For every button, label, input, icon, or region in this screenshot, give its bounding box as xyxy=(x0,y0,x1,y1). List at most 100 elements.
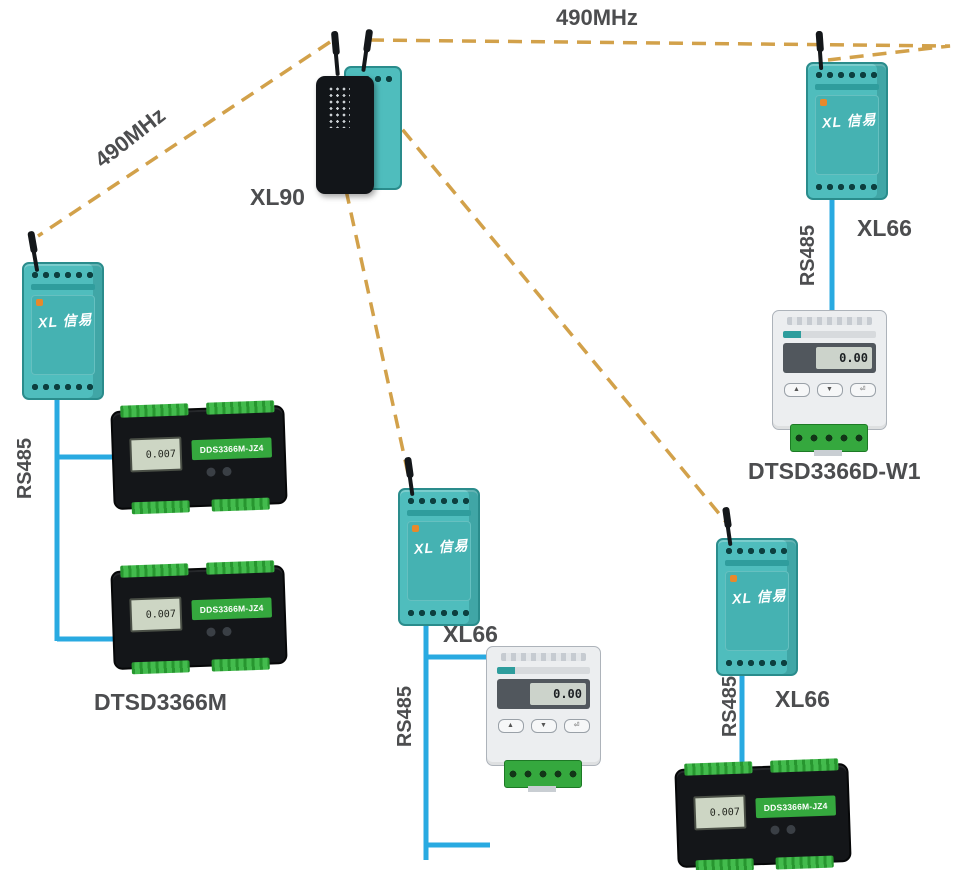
wireless-link-middle xyxy=(344,189,411,479)
terminal-dots xyxy=(29,380,97,394)
device-face: XL 信易 xyxy=(725,571,789,651)
antenna xyxy=(332,33,340,77)
meter-label-dtsd3366m: DTSD3366M xyxy=(94,689,227,715)
terminal-strip xyxy=(206,560,275,575)
rs485-line-left xyxy=(54,392,120,642)
status-led xyxy=(820,99,827,106)
enter-button: ⏎ xyxy=(849,383,876,397)
rs485-label-right: RS485 xyxy=(719,676,741,738)
xl66-label-middle: XL66 xyxy=(443,621,498,647)
module-body: XL 信易 xyxy=(22,262,104,400)
terminal-dots xyxy=(405,606,473,620)
brand-strip xyxy=(497,667,590,674)
lcd-screen: 0.007 xyxy=(129,596,183,633)
terminal-dots xyxy=(29,268,97,282)
lcd-screen: 0.007 xyxy=(129,436,183,473)
terminal-strip xyxy=(684,761,753,776)
lcd-value: 0.007 xyxy=(145,448,177,461)
model-tag: DDS3366M-JZ4 xyxy=(191,437,273,461)
module-body: XL 信易 xyxy=(398,488,480,626)
brand-strip xyxy=(783,331,876,338)
enter-button: ⏎ xyxy=(563,719,590,733)
gateway-front-panel xyxy=(316,76,374,194)
status-led xyxy=(36,299,43,306)
meter-body: 0.00 ▲ ▼ ⏎ xyxy=(772,310,887,430)
xl90-gateway xyxy=(312,30,412,198)
xl66-label-top-right: XL66 xyxy=(857,215,912,241)
terminal-dots xyxy=(813,180,881,194)
rs485-label-top-right: RS485 xyxy=(797,225,819,287)
terminal-strip xyxy=(120,403,189,418)
meter-button xyxy=(222,626,232,637)
meter-button xyxy=(206,467,216,477)
face-text: XL 信易 xyxy=(731,587,788,607)
terminal-dots xyxy=(813,68,881,82)
terminal-block xyxy=(790,424,868,452)
terminal-strip xyxy=(211,657,270,672)
white-meter-top-right: 0.00 ▲ ▼ ⏎ xyxy=(766,306,891,456)
terminal-strip xyxy=(206,400,275,415)
gateway-label: XL90 xyxy=(250,184,305,210)
module-body: XL 信易 xyxy=(716,538,798,676)
meter-button xyxy=(786,824,796,835)
vent-grid xyxy=(328,86,350,128)
meter-body: 0.00 ▲ ▼ ⏎ xyxy=(486,646,601,766)
terminal-strip xyxy=(131,660,190,675)
lcd-screen: 0.00 xyxy=(816,347,872,369)
lcd-bezel: 0.00 xyxy=(497,679,590,709)
up-button: ▲ xyxy=(783,383,810,397)
wireless-link-top-right xyxy=(369,38,951,62)
model-tag: DDS3366M-JZ4 xyxy=(191,597,273,621)
xl66-module-top-right: XL 信易 xyxy=(806,32,898,204)
freq-label-top: 490MHz xyxy=(556,5,638,30)
terminal-dots xyxy=(723,544,791,558)
top-ridge xyxy=(787,317,872,325)
down-button: ▼ xyxy=(816,383,843,397)
button-row: ▲ ▼ ⏎ xyxy=(783,383,876,397)
lcd-value: 0.00 xyxy=(553,687,582,701)
top-ridge xyxy=(501,653,586,661)
terminal-strip xyxy=(770,758,839,773)
terminal-dots xyxy=(405,494,473,508)
terminal-strip xyxy=(695,858,754,870)
device-face: XL 信易 xyxy=(31,295,95,375)
lcd-screen: 0.00 xyxy=(530,683,586,705)
terminal-strip xyxy=(775,855,834,870)
lcd-value: 0.00 xyxy=(839,351,868,365)
connector-bar xyxy=(31,284,95,290)
xl66-module-right: XL 信易 xyxy=(716,508,808,680)
face-text: XL 信易 xyxy=(37,311,94,331)
connector-bar xyxy=(407,510,471,516)
terminal-dots xyxy=(723,656,791,670)
module-body: XL 信易 xyxy=(806,62,888,200)
meter-button xyxy=(222,466,232,477)
terminal-strip xyxy=(131,500,190,515)
black-meter-3: 0.007 DDS3366M-JZ4 xyxy=(674,758,852,870)
connector-bar xyxy=(815,84,879,90)
black-meter-1: 0.007 DDS3366M-JZ4 xyxy=(110,400,288,515)
wireless-link-left xyxy=(37,40,331,238)
terminal-strip xyxy=(120,563,189,578)
din-clip xyxy=(814,450,842,456)
status-led xyxy=(730,575,737,582)
meter-button xyxy=(770,825,780,835)
device-face: XL 信易 xyxy=(815,95,879,175)
rs485-label-left: RS485 xyxy=(14,438,36,500)
terminal-block xyxy=(504,760,582,788)
meter-button xyxy=(206,627,216,637)
face-text: XL 信易 xyxy=(821,111,878,131)
white-meter-middle: 0.00 ▲ ▼ ⏎ xyxy=(480,642,605,792)
black-meter-2: 0.007 DDS3366M-JZ4 xyxy=(110,560,288,675)
xl66-module-middle: XL 信易 xyxy=(398,458,490,630)
model-tag: DDS3366M-JZ4 xyxy=(755,795,837,819)
rs485-label-middle: RS485 xyxy=(394,686,416,748)
wireless-link-right xyxy=(386,110,728,524)
meter-label-dtsd3366d-w1: DTSD3366D-W1 xyxy=(748,458,921,484)
lcd-value: 0.007 xyxy=(709,806,741,819)
terminal-strip xyxy=(211,497,270,512)
din-clip xyxy=(528,786,556,792)
xl-module-left: XL 信易 xyxy=(22,232,114,404)
down-button: ▼ xyxy=(530,719,557,733)
lcd-value: 0.007 xyxy=(145,608,177,621)
